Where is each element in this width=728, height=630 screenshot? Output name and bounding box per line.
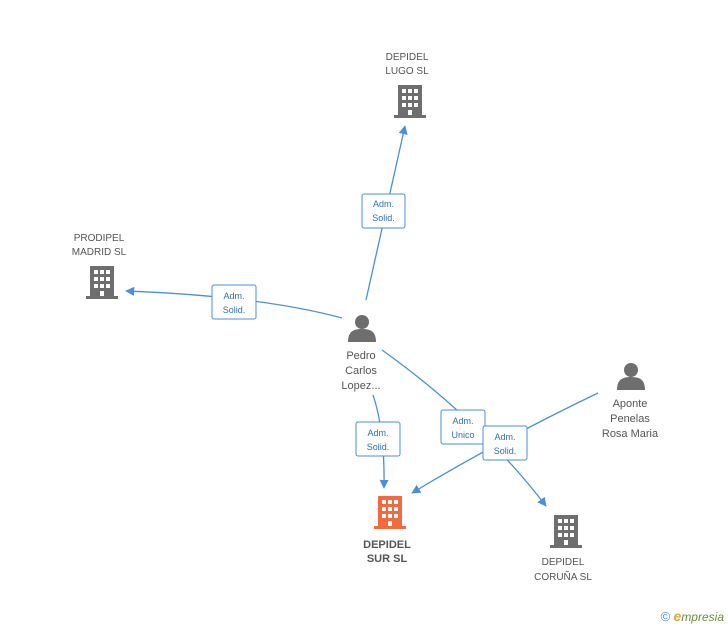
company-node-coruna[interactable]: DEPIDEL CORUÑA SL <box>534 515 592 583</box>
brand-logo-e: e <box>673 608 682 624</box>
edge-badge-aponte-sur-line1: Adm. <box>494 432 515 442</box>
person-node-pedro[interactable]: Pedro Carlos Lopez... <box>341 315 381 392</box>
edge-badge-aponte-sur: Adm. Solid. <box>482 425 528 461</box>
building-icon <box>550 515 582 548</box>
company-sur-name-line2: SUR SL <box>367 553 408 565</box>
company-node-lugo[interactable]: DEPIDEL LUGO SL <box>385 52 429 118</box>
company-node-madrid[interactable]: PRODIPEL MADRID SL <box>72 233 127 299</box>
edge-badge-coruna-line1: Adm. <box>452 416 473 426</box>
company-madrid-name-line1: PRODIPEL <box>74 233 125 244</box>
edge-badge-lugo-line1: Adm. <box>373 199 394 209</box>
edge-badge-coruna-line2: Unico <box>451 430 474 440</box>
edge-badge-madrid-line2: Solid. <box>223 305 246 315</box>
edge-badge-lugo: Adm. Solid. <box>361 193 406 229</box>
building-icon <box>374 496 406 529</box>
edge-badge-sur-line1: Adm. <box>367 428 388 438</box>
person-node-aponte[interactable]: Aponte Penelas Rosa Maria <box>602 363 659 440</box>
person-icon <box>617 363 645 390</box>
building-icon <box>86 266 118 299</box>
person-aponte-name-line2: Penelas <box>610 413 650 425</box>
building-icon <box>394 85 426 118</box>
person-icon <box>348 315 376 342</box>
edge-badge-madrid-line1: Adm. <box>223 291 244 301</box>
edge-badge-madrid: Adm. Solid. <box>211 284 257 320</box>
person-aponte-name-line3: Rosa Maria <box>602 428 659 440</box>
person-aponte-name-line1: Aponte <box>613 398 648 410</box>
edge-badge-sur-line2: Solid. <box>367 442 390 452</box>
copyright-symbol: © <box>660 609 671 624</box>
person-pedro-name-line2: Carlos <box>345 365 377 377</box>
edge-badge-lugo-line2: Solid. <box>372 213 395 223</box>
edge-badge-coruna: Adm. Unico <box>440 409 486 445</box>
person-pedro-name-line1: Pedro <box>346 350 375 362</box>
company-node-sur[interactable]: DEPIDEL SUR SL <box>363 496 411 565</box>
company-madrid-name-line2: MADRID SL <box>72 247 127 258</box>
company-coruna-name-line1: DEPIDEL <box>542 557 585 568</box>
brand-footer: © empresia <box>661 608 724 624</box>
person-pedro-name-line3: Lopez... <box>341 380 380 392</box>
company-lugo-name-line1: DEPIDEL <box>386 52 429 63</box>
edge-badge-aponte-sur-line2: Solid. <box>494 446 517 456</box>
company-sur-name-line1: DEPIDEL <box>363 539 411 551</box>
company-lugo-name-line2: LUGO SL <box>385 66 429 77</box>
edge-badge-sur: Adm. Solid. <box>355 421 401 457</box>
company-coruna-name-line2: CORUÑA SL <box>534 570 592 583</box>
brand-logo-text: mpresia <box>681 610 724 624</box>
